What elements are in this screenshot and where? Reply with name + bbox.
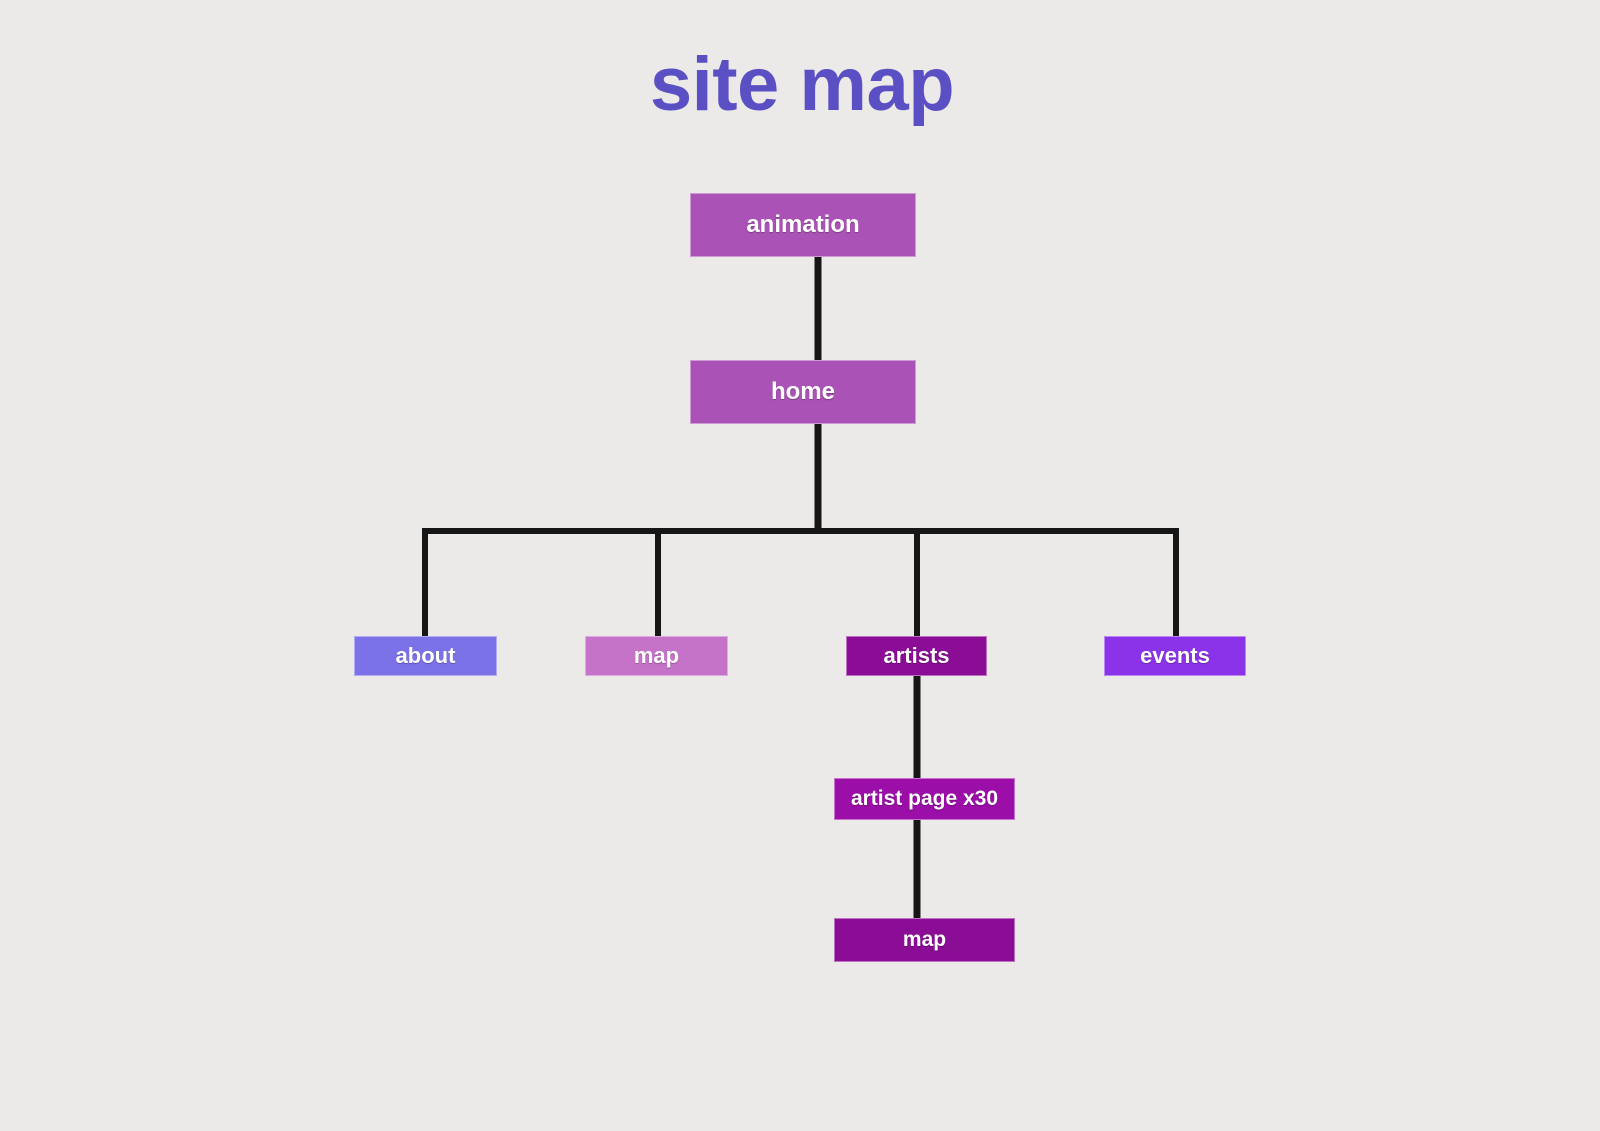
node-map-top[interactable]: map (585, 636, 728, 676)
page-title: site map (2, 47, 1600, 123)
node-events-label: events (1140, 643, 1210, 668)
node-artists[interactable]: artists (846, 636, 987, 676)
node-animation[interactable]: animation (690, 193, 916, 257)
page-title-text: site map (649, 42, 955, 127)
node-animation-label: animation (746, 211, 860, 238)
node-artist-page-label: artist page x30 (850, 787, 999, 810)
node-map-bottom[interactable]: map (834, 918, 1015, 962)
node-artists-label: artists (883, 643, 950, 668)
node-about-label: about (395, 643, 456, 668)
node-about[interactable]: about (354, 636, 497, 676)
node-artist-page[interactable]: artist page x30 (834, 778, 1015, 820)
node-map-bottom-label: map (902, 928, 947, 951)
node-home-label: home (770, 378, 835, 405)
node-map-top-label: map (633, 643, 680, 668)
node-events[interactable]: events (1104, 636, 1246, 676)
node-home[interactable]: home (690, 360, 916, 424)
